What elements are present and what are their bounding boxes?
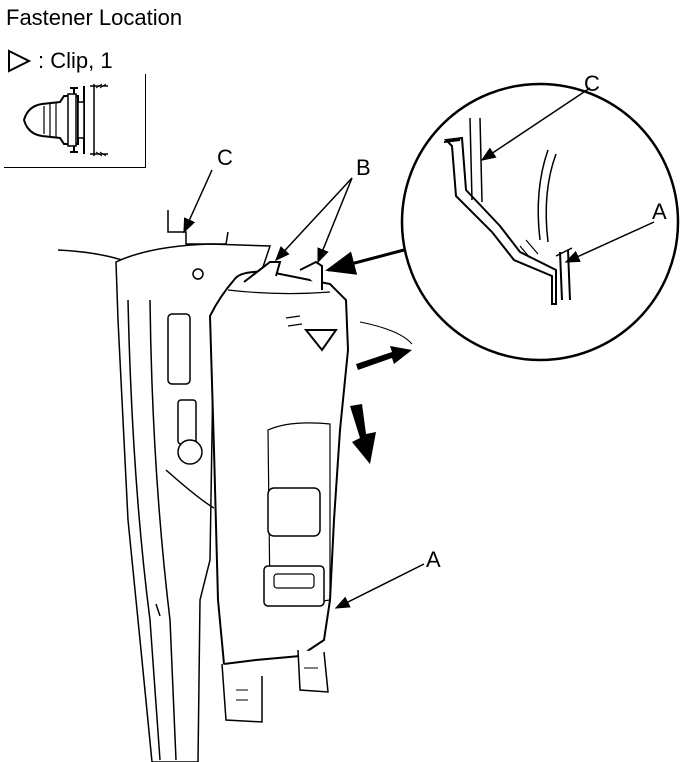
callout-c-top: C — [217, 145, 233, 170]
callout-c-detail: C — [584, 71, 600, 96]
legend-clip: : Clip, 1 — [6, 48, 113, 74]
pull-down-arrow — [350, 404, 376, 464]
body-pillar — [115, 243, 272, 762]
detail-circle — [400, 82, 680, 362]
callout-a-bottom: A — [426, 547, 441, 572]
clip-location-marker — [303, 329, 338, 352]
clip-detail-inset — [4, 74, 146, 168]
roof-line — [57, 249, 129, 263]
clip-icon — [22, 83, 108, 157]
callout-a-detail: A — [652, 199, 667, 224]
bracket-c — [167, 210, 229, 245]
diagram-title: Fastener Location — [6, 5, 183, 30]
pillar-trim-panel — [208, 260, 350, 723]
legend-label: : Clip, 1 — [38, 48, 113, 73]
triangle-outline-icon — [8, 49, 32, 73]
pull-out-arrow — [356, 346, 412, 370]
callout-b: B — [356, 155, 371, 180]
